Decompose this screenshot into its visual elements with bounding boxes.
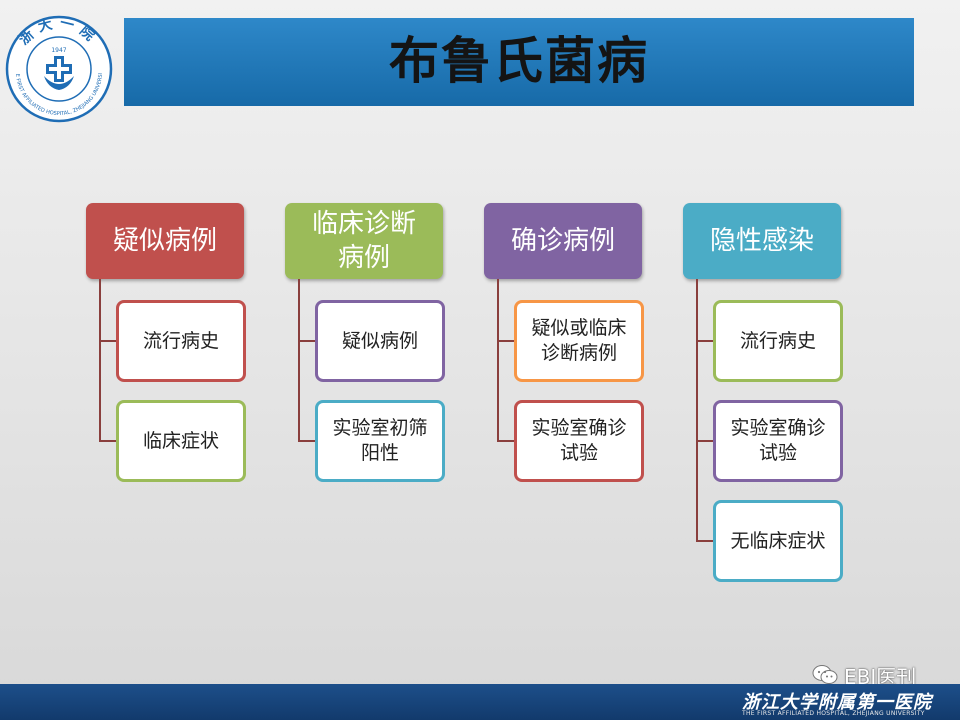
- connector-horizontal: [497, 340, 527, 342]
- wechat-icon: [812, 665, 838, 684]
- connector-horizontal: [99, 340, 129, 342]
- connector-vertical: [497, 279, 499, 442]
- footer-bar: [0, 684, 960, 720]
- connector-horizontal: [696, 540, 726, 542]
- criteria-box: 临床症状: [116, 400, 246, 482]
- connector-vertical: [696, 279, 698, 542]
- logo-year: 1947: [51, 47, 66, 54]
- connector-horizontal: [298, 340, 328, 342]
- title-banner: 布鲁氏菌病: [124, 18, 914, 106]
- connector-horizontal: [298, 440, 328, 442]
- category-box: 临床诊断病例: [285, 203, 443, 279]
- criteria-box: 流行病史: [116, 300, 246, 382]
- criteria-box: 实验室确诊试验: [514, 400, 644, 482]
- medical-cross-icon: [44, 56, 74, 90]
- connector-horizontal: [99, 440, 129, 442]
- criteria-box: 流行病史: [713, 300, 843, 382]
- category-box: 确诊病例: [484, 203, 642, 279]
- hospital-logo: 浙大一院 THE FIRST AFFILIATED HOSPITAL, ZHEJ…: [4, 14, 113, 123]
- criteria-box: 无临床症状: [713, 500, 843, 582]
- criteria-box: 疑似或临床诊断病例: [514, 300, 644, 382]
- connector-horizontal: [696, 440, 726, 442]
- criteria-box: 疑似病例: [315, 300, 445, 382]
- criteria-box: 实验室初筛阳性: [315, 400, 445, 482]
- category-box: 隐性感染: [683, 203, 841, 279]
- connector-horizontal: [696, 340, 726, 342]
- footer-hospital-name: 浙江大学附属第一医院: [742, 692, 932, 713]
- category-box: 疑似病例: [86, 203, 244, 279]
- page-title: 布鲁氏菌病: [389, 32, 649, 90]
- criteria-box: 实验室确诊试验: [713, 400, 843, 482]
- connector-vertical: [99, 279, 101, 442]
- connector-horizontal: [497, 440, 527, 442]
- footer-hospital-name-en: THE FIRST AFFILIATED HOSPITAL, ZHEJIANG …: [742, 710, 925, 717]
- connector-vertical: [298, 279, 300, 442]
